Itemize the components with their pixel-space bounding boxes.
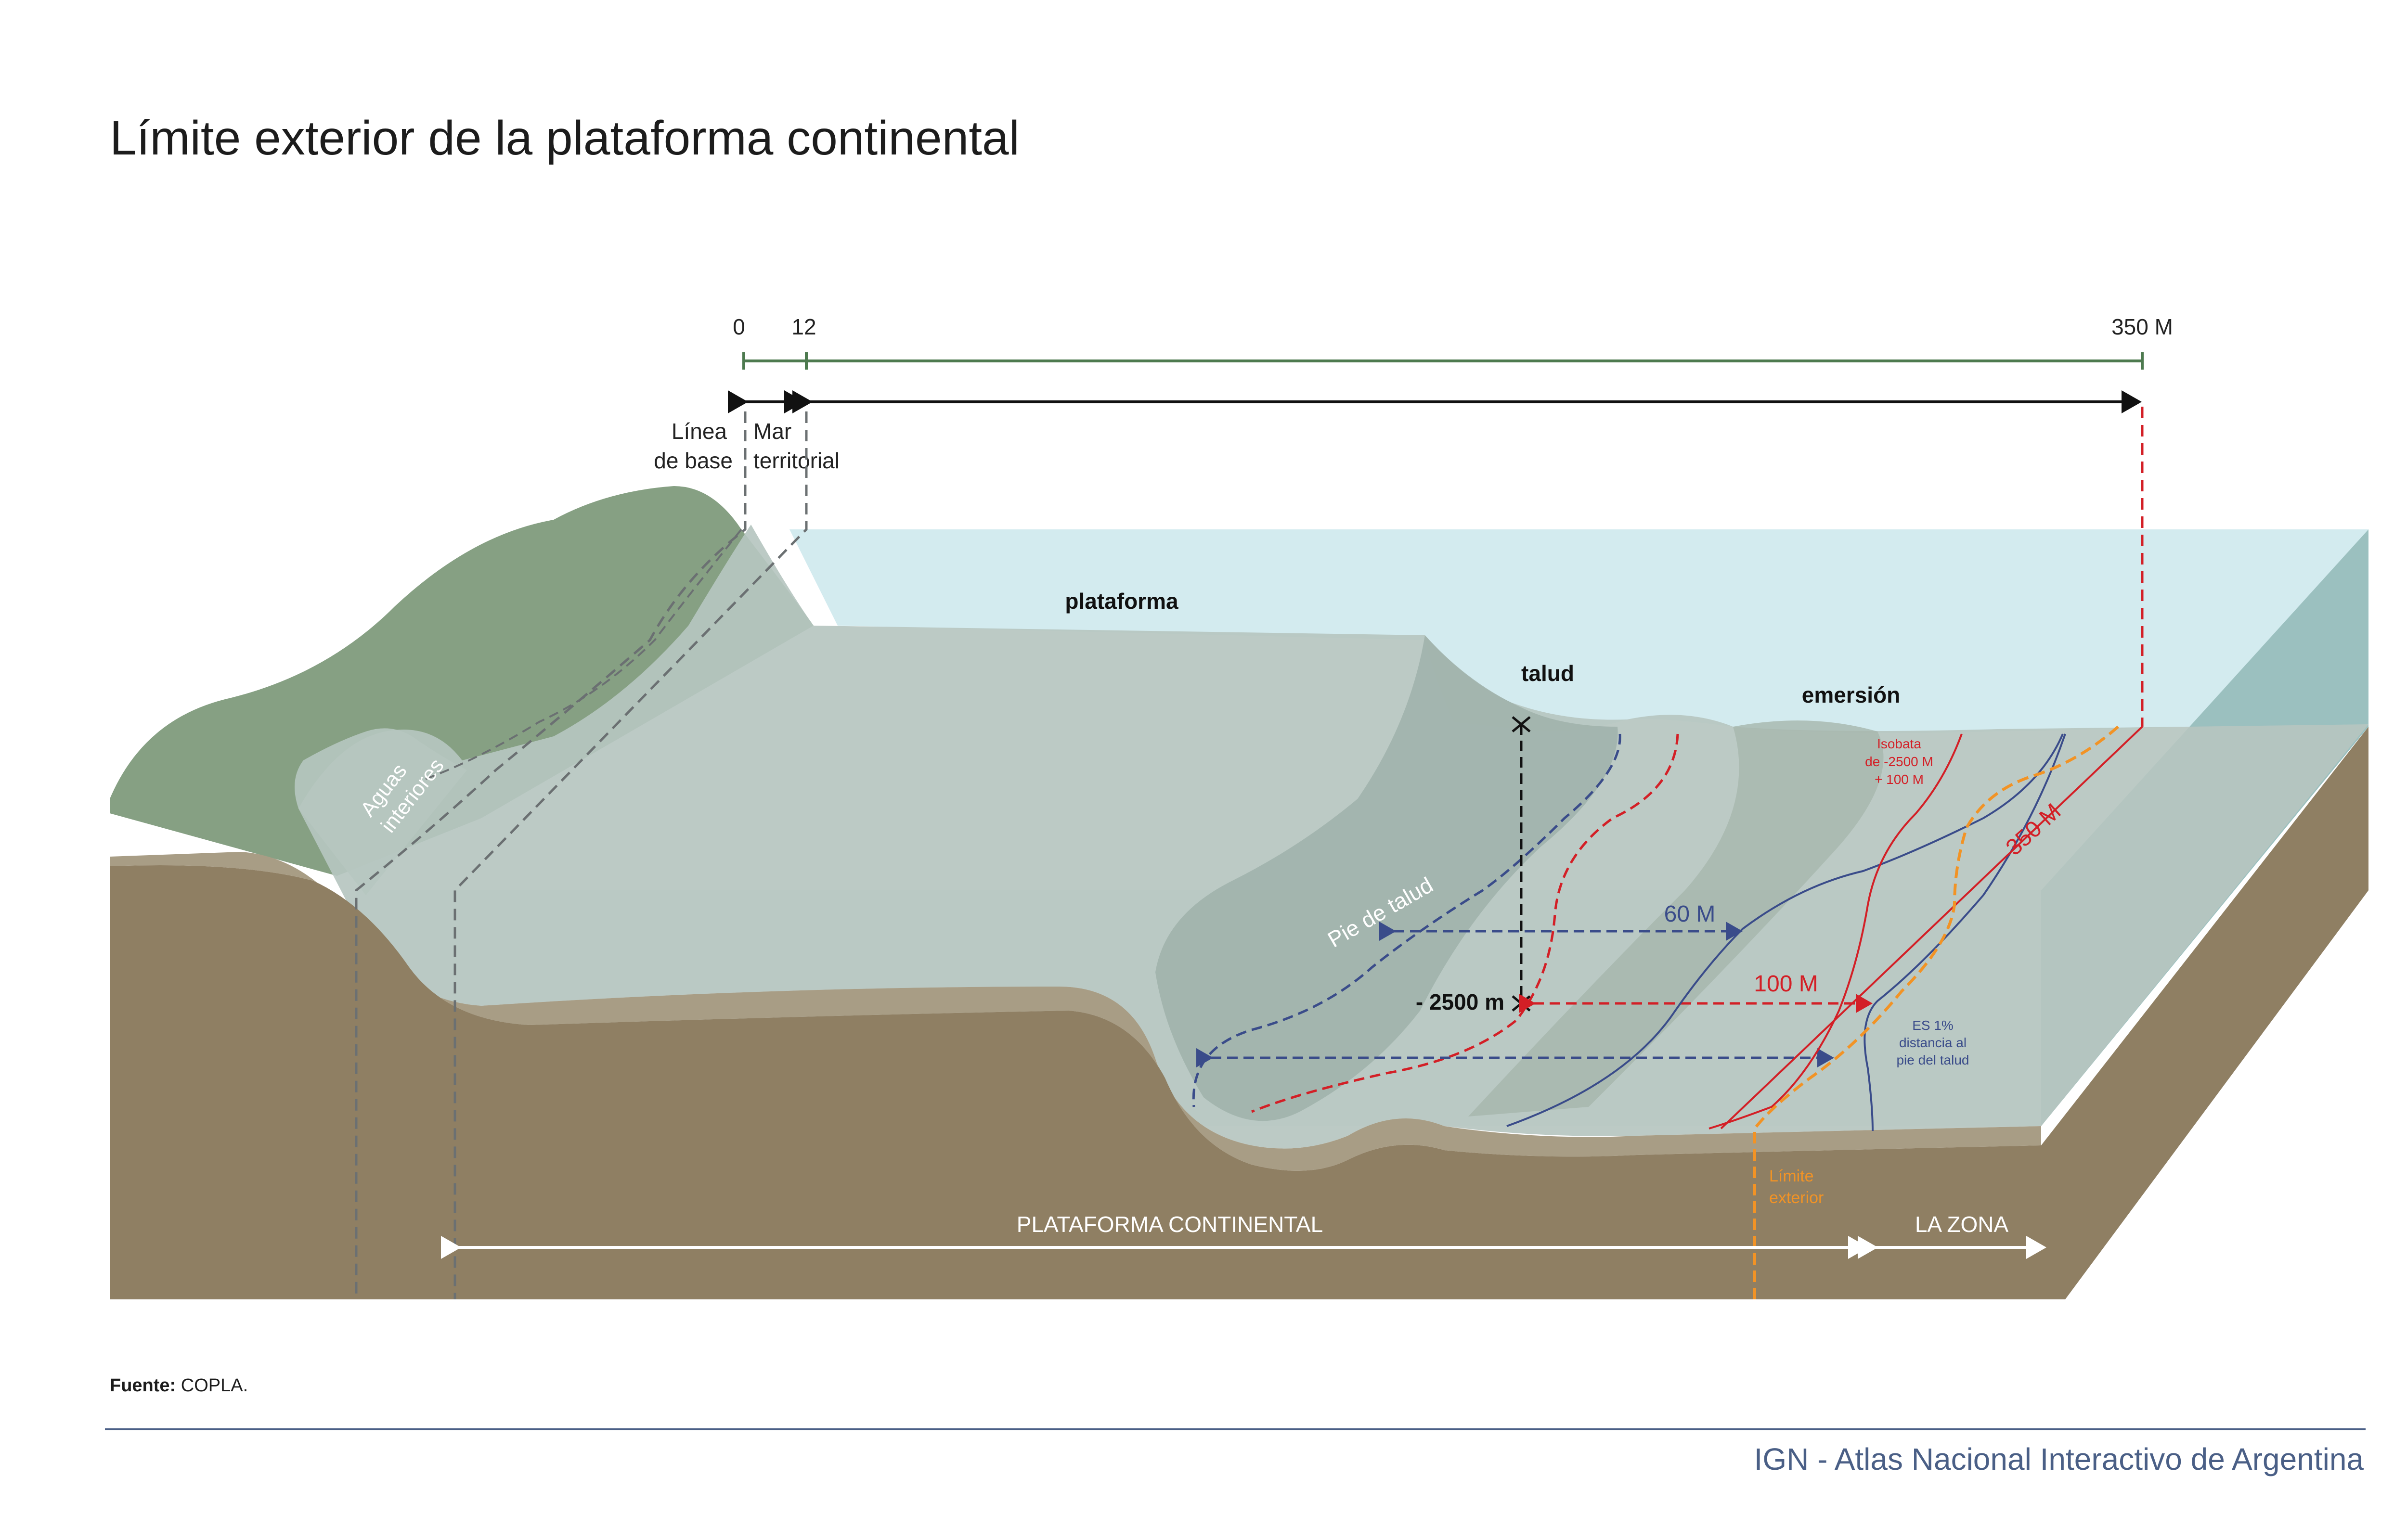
linea-de-base-label: Línea (672, 419, 727, 444)
scale-label-0: 0 (733, 314, 745, 339)
baseline-dashed-line (355, 411, 747, 1299)
source-note: Fuente: COPLA. (110, 1375, 248, 1396)
red-contour-isobata (1708, 733, 1963, 1129)
seabed-ground (110, 727, 2368, 1299)
territorial-dashed-line (453, 411, 808, 1299)
depth-2500-label: - 2500 m (1416, 989, 1504, 1014)
la-zona-label: LA ZONA (1915, 1212, 2009, 1237)
pie-de-talud-line (1192, 733, 1621, 1107)
blue-contour-1 (1506, 733, 2064, 1127)
plataforma-label: plataforma (1065, 589, 1178, 614)
limite-exterior-line (1753, 725, 2119, 1299)
depth-cross-top (1512, 716, 1531, 732)
aguas-interiores-area (295, 728, 467, 895)
footer-divider (105, 1428, 2366, 1430)
sediment-layer (110, 852, 2041, 1171)
talud-label: talud (1521, 661, 1574, 686)
emersion-slope (1468, 720, 1884, 1116)
land-mass (110, 486, 814, 876)
source-label: Fuente: (110, 1375, 176, 1396)
coast-dashed-line (423, 528, 742, 781)
isobata-dashed-line (1251, 733, 1679, 1113)
plataforma-continental-label: PLATAFORMA CONTINENTAL (1017, 1212, 1323, 1237)
source-value: COPLA. (181, 1375, 248, 1396)
footer-credit: IGN - Atlas Nacional Interactivo de Arge… (1754, 1442, 2364, 1476)
page-title: Límite exterior de la plataforma contine… (110, 111, 1020, 165)
water-surface (789, 529, 2368, 733)
talud-slope (1155, 635, 1618, 1121)
dist-60-label: 60 M (1664, 901, 1716, 927)
mar-territorial-label-2: territorial (753, 448, 840, 473)
emersion-label: emersión (1802, 682, 1901, 707)
scale-label-12: 12 (791, 314, 816, 339)
blue-contour-2 (1863, 733, 2066, 1131)
red-350-line (1720, 726, 2143, 1129)
linea-de-base-label-2: de base (654, 448, 733, 473)
dist-100-label: 100 M (1754, 971, 1818, 997)
scale-label-350: 350 M (2111, 314, 2173, 339)
mar-territorial-label: Mar (753, 419, 791, 444)
